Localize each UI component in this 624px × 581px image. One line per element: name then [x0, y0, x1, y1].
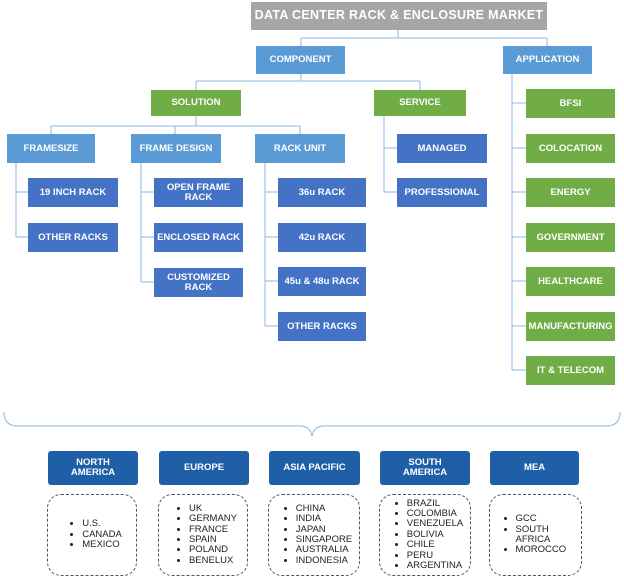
- region-south-america: SOUTH AMERICA: [380, 451, 470, 485]
- country-item: CHILE: [407, 539, 464, 550]
- application-item: IT & TELECOM: [526, 356, 615, 385]
- country-item: FRANCE: [189, 524, 237, 535]
- application-item: HEALTHCARE: [526, 267, 615, 296]
- country-item: VENEZUELA: [407, 518, 464, 529]
- component-node: COMPONENT: [256, 46, 345, 74]
- country-item: ARGENTINA: [407, 560, 464, 571]
- rack-unit-item: 36u RACK: [278, 178, 366, 207]
- frame-size-node: FRAMESIZE: [7, 134, 95, 163]
- application-item: ENERGY: [526, 178, 615, 207]
- country-item: CHINA: [296, 503, 353, 514]
- diagram-title: DATA CENTER RACK & ENCLOSURE MARKET: [251, 2, 547, 30]
- country-item: INDIA: [296, 513, 353, 524]
- country-item: BOLIVIA: [407, 529, 464, 540]
- region-mea: MEA: [490, 451, 579, 485]
- rack-unit-node: RACK UNIT: [255, 134, 345, 163]
- region-europe: EUROPE: [159, 451, 249, 485]
- frame-size-item: 19 INCH RACK: [28, 178, 118, 207]
- country-item: MOROCCO: [516, 544, 576, 555]
- country-item: AUSTRALIA: [296, 544, 353, 555]
- region-asia-pacific: ASIA PACIFIC: [269, 451, 360, 485]
- country-item: U.S.: [82, 518, 122, 529]
- country-item: COLOMBIA: [407, 508, 464, 519]
- country-item: JAPAN: [296, 524, 353, 535]
- country-item: MEXICO: [82, 539, 122, 550]
- service-item: PROFESSIONAL: [397, 178, 487, 207]
- country-item: SPAIN: [189, 534, 237, 545]
- countries-south-america: BRAZIL COLOMBIA VENEZUELA BOLIVIA CHILE …: [379, 494, 471, 576]
- country-item: GCC: [516, 513, 576, 524]
- country-item: CANADA: [82, 529, 122, 540]
- frame-design-node: FRAME DESIGN: [131, 134, 221, 163]
- country-item: UK: [189, 503, 237, 514]
- countries-north-america: U.S. CANADA MEXICO: [47, 494, 137, 576]
- country-item: INDONESIA: [296, 555, 353, 566]
- countries-mea: GCC SOUTH AFRICA MOROCCO: [489, 494, 582, 576]
- country-item: SINGAPORE: [296, 534, 353, 545]
- countries-europe: UK GERMANY FRANCE SPAIN POLAND BENELUX: [158, 494, 248, 576]
- country-item: BENELUX: [189, 555, 237, 566]
- rack-unit-item: OTHER RACKS: [278, 312, 366, 341]
- frame-design-item: CUSTOMIZED RACK: [154, 268, 243, 297]
- country-item: POLAND: [189, 544, 237, 555]
- countries-asia-pacific: CHINA INDIA JAPAN SINGAPORE AUSTRALIA IN…: [268, 494, 360, 576]
- service-node: SERVICE: [374, 90, 466, 116]
- application-node: APPLICATION: [503, 46, 592, 74]
- region-north-america: NORTH AMERICA: [48, 451, 138, 485]
- frame-design-item: OPEN FRAME RACK: [154, 178, 243, 207]
- application-item: BFSI: [526, 89, 615, 118]
- rack-unit-item: 45u & 48u RACK: [278, 267, 366, 296]
- application-item: COLOCATION: [526, 134, 615, 163]
- frame-design-item: ENCLOSED RACK: [154, 223, 243, 252]
- service-item: MANAGED: [397, 134, 487, 163]
- application-item: MANUFACTURING: [526, 312, 615, 341]
- country-item: BRAZIL: [407, 498, 464, 509]
- country-item: PERU: [407, 550, 464, 561]
- country-item: GERMANY: [189, 513, 237, 524]
- rack-unit-item: 42u RACK: [278, 223, 366, 252]
- country-item: SOUTH AFRICA: [516, 524, 576, 546]
- application-item: GOVERNMENT: [526, 223, 615, 252]
- solution-node: SOLUTION: [151, 90, 241, 116]
- frame-size-item: OTHER RACKS: [28, 223, 118, 252]
